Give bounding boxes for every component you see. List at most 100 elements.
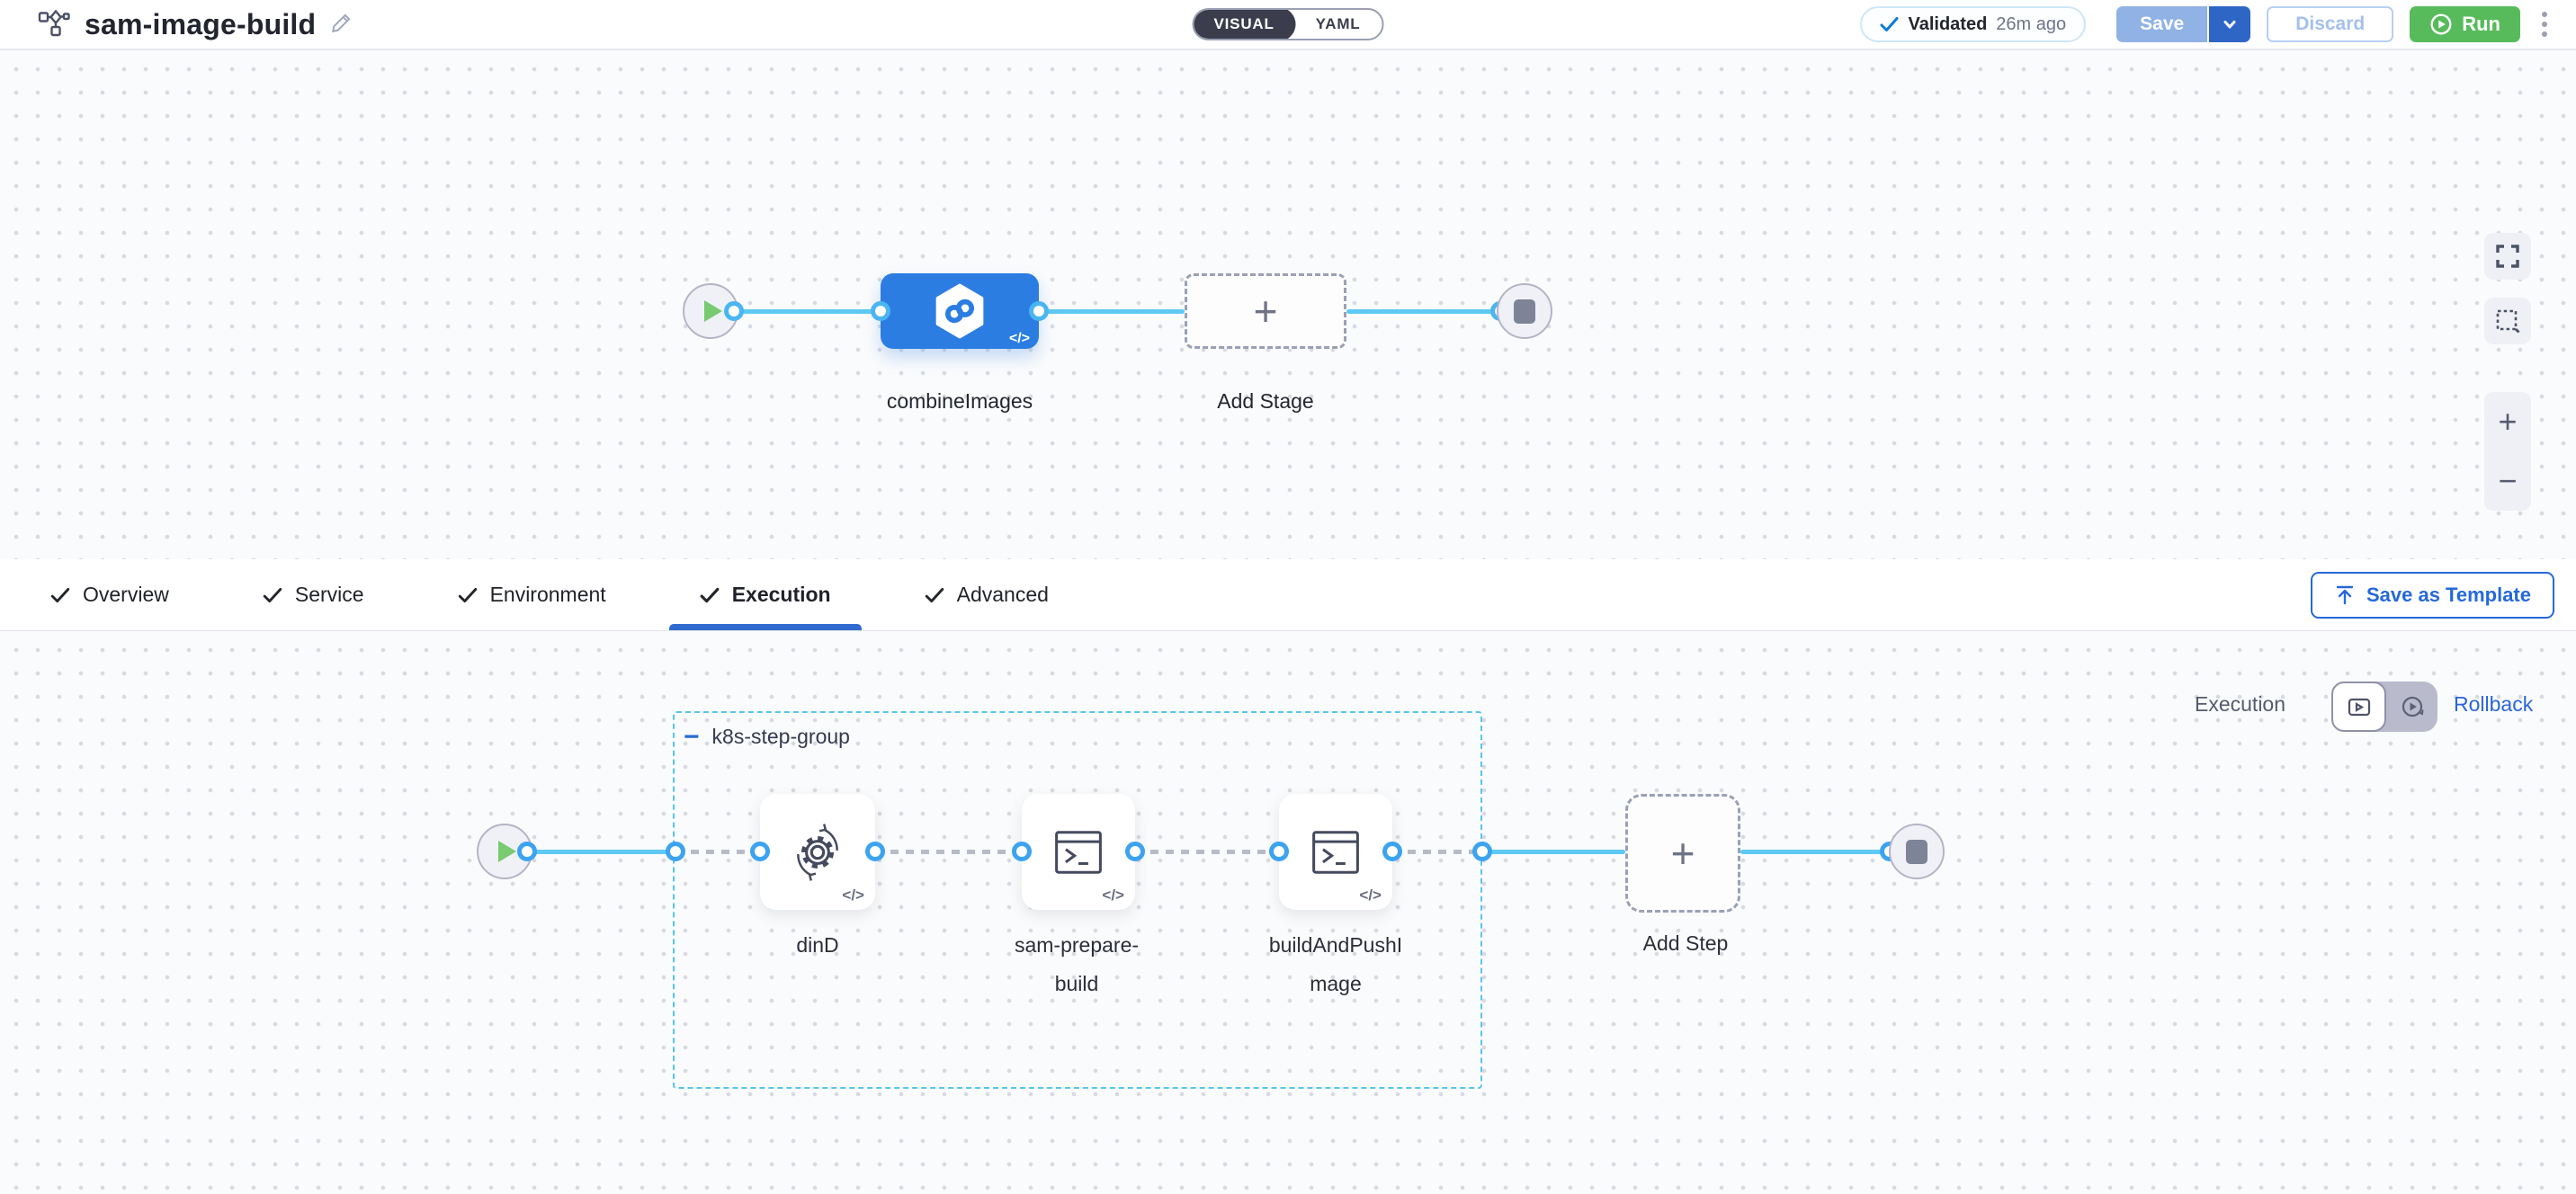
save-button[interactable]: Save [2116,6,2208,42]
step-label: buildAndPushImage [1268,933,1403,995]
toggle-visual[interactable]: VISUAL [1194,10,1296,39]
node-port[interactable] [1269,842,1289,861]
stage-node-combineimages[interactable]: </> [881,273,1039,349]
connector-line [734,309,881,314]
connector-line [527,850,675,854]
connector-dashed-line [875,850,1022,854]
connector-dashed-line [1135,850,1279,854]
validated-badge[interactable]: Validated 26m ago [1860,6,2087,42]
check-icon [700,587,720,602]
node-port[interactable] [750,842,770,861]
check-icon [50,587,70,602]
node-port[interactable] [1012,842,1032,861]
code-icon: </> [842,887,864,904]
node-port[interactable] [1125,842,1145,861]
check-icon [458,587,477,602]
plus-icon: + [1670,830,1695,877]
step-group-box[interactable] [673,711,1482,1089]
rollback-link[interactable]: Rollback [2454,692,2534,716]
run-play-icon [2430,13,2452,35]
connector-line [1346,309,1500,314]
add-stage-label: Add Stage [1217,389,1314,413]
step-group-label: k8s-step-group [711,725,850,748]
execution-end-node[interactable] [1889,824,1945,879]
code-icon: </> [1008,331,1030,346]
visual-yaml-toggle: VISUAL YAML [1192,8,1384,40]
zoom-controls: + − [2484,392,2531,511]
sync-gear-icon [797,823,838,881]
node-port[interactable] [1472,842,1492,861]
step-node-dind[interactable]: </> [760,794,875,910]
validated-time: 26m ago [1996,13,2067,34]
step-group-header: − k8s-step-group [684,721,850,752]
chevron-down-icon [2223,21,2236,29]
end-stop-icon [1514,298,1535,324]
multi-select-button[interactable] [2484,298,2531,344]
run-button[interactable]: Run [2410,6,2520,42]
toggle-yaml[interactable]: YAML [1315,15,1361,32]
stage-tabbar: Overview Service Environment Execution A… [0,559,2576,631]
run-label: Run [2462,13,2500,35]
pipeline-icon [38,8,70,41]
page-title: sam-image-build [85,7,317,40]
connector-line [1740,850,1890,854]
header-left: sam-image-build [0,8,353,41]
add-stage-button[interactable]: + [1185,273,1346,349]
node-port[interactable] [1029,301,1049,321]
tab-service[interactable]: Service [263,559,364,630]
save-dropdown-button[interactable] [2207,6,2251,42]
stage-canvas[interactable]: </> + combineImages Add Stage + − [0,50,2576,559]
node-port[interactable] [865,842,885,861]
terminal-icon [1055,830,1102,874]
check-icon [925,587,944,602]
start-play-icon [498,841,516,862]
connector-dashed-line [675,850,760,854]
header-actions: Validated 26m ago Save Discard Run [1860,0,2553,49]
connector-line [1482,850,1625,854]
discard-button[interactable]: Discard [2267,6,2394,42]
code-icon: </> [1102,887,1124,904]
steps-play-icon [2348,698,2370,717]
tab-execution[interactable]: Execution [668,559,862,630]
rerun-icon [2402,696,2423,717]
collapse-group-icon[interactable]: − [684,721,700,752]
node-port[interactable] [724,301,744,321]
terminal-icon [1312,830,1359,874]
zoom-out-button[interactable]: − [2484,451,2531,511]
node-port[interactable] [871,301,890,321]
execution-canvas[interactable]: Execution Rollback − k8s-step-group [0,631,2576,1192]
check-icon [1880,17,1899,31]
tab-environment[interactable]: Environment [458,559,606,630]
pipeline-end-node[interactable] [1497,283,1552,339]
add-step-label: Add Step [1642,931,1729,955]
code-icon: </> [1359,887,1382,904]
step-node-sam-prepare-build[interactable]: </> [1022,794,1135,910]
node-port[interactable] [1382,842,1402,861]
end-stop-icon [1906,839,1928,864]
plus-icon: + [1253,288,1278,334]
fullscreen-icon [2496,245,2519,268]
tab-overview[interactable]: Overview [50,559,169,630]
rollback-view-button[interactable] [2386,682,2437,732]
save-as-template-button[interactable]: Save as Template [2310,571,2554,619]
zoom-in-button[interactable]: + [2484,392,2531,451]
node-port[interactable] [666,842,685,861]
execution-mode-label: Execution [2195,692,2286,716]
tab-advanced[interactable]: Advanced [925,559,1049,630]
check-icon [263,587,282,602]
more-options-button[interactable] [2536,6,2553,42]
stage-type-icon [935,283,984,339]
step-node-buildandpushimage[interactable]: </> [1279,794,1392,910]
fullscreen-button[interactable] [2484,233,2531,280]
upload-icon [2336,585,2354,604]
node-port[interactable] [517,842,537,861]
edit-title-icon[interactable] [330,11,353,39]
execution-rollback-toggle [2331,682,2437,732]
marquee-select-icon [2496,309,2520,334]
start-play-icon [704,300,722,322]
add-step-button[interactable]: + [1625,794,1740,913]
connector-line [1039,309,1185,314]
step-label: sam-prepare-build [1014,933,1140,995]
save-split-button: Save [2116,6,2251,42]
execution-view-button[interactable] [2331,682,2386,732]
